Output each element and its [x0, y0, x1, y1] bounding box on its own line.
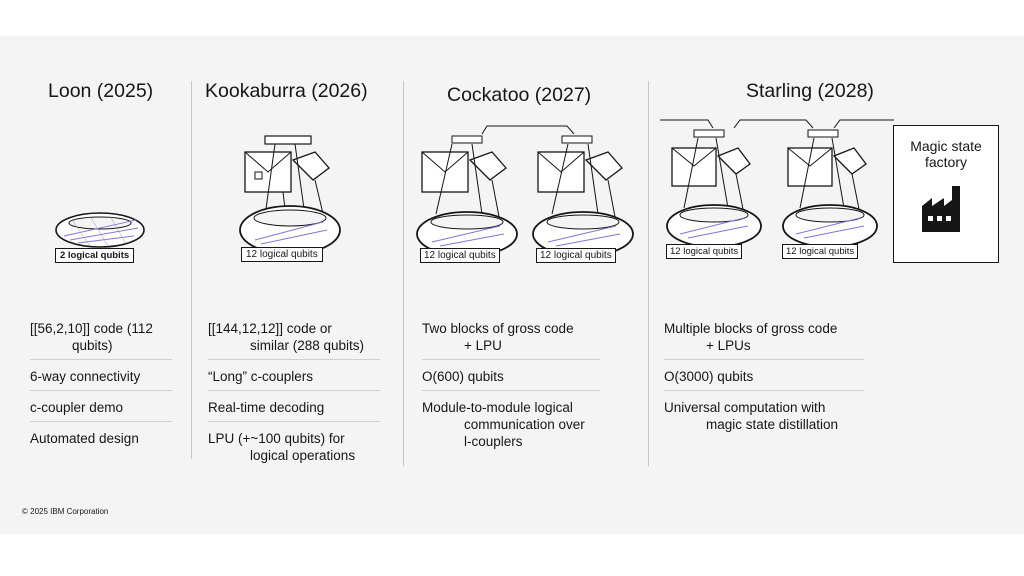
- starling-items: Multiple blocks of gross code+ LPUs O(30…: [664, 318, 864, 444]
- starling-qubit-label-left: 12 logical qubits: [666, 244, 743, 259]
- list-item: “Long” c-couplers: [208, 366, 380, 391]
- module-right: [782, 137, 878, 248]
- list-item: Two blocks of gross code+ LPU: [422, 318, 600, 360]
- loon-qubit-label: 2 logical qubits: [55, 248, 135, 263]
- factory-icon: [922, 186, 960, 232]
- kookaburra-module-illustration: [239, 135, 341, 255]
- list-item: O(3000) qubits: [664, 366, 864, 391]
- magic-state-factory-box: Magic state factory: [893, 125, 999, 263]
- cockatoo-modules-illustration: [416, 125, 634, 257]
- loon-torus-illustration: [55, 212, 145, 248]
- module-right: [532, 143, 634, 257]
- loon-title: Loon (2025): [48, 80, 154, 102]
- module-left: [666, 137, 762, 248]
- cockatoo-qubit-label-right: 12 logical qubits: [536, 248, 616, 263]
- divider: [191, 81, 192, 459]
- divider: [648, 81, 649, 466]
- module-left: [416, 143, 518, 257]
- list-item: Automated design: [30, 431, 139, 446]
- list-item: O(600) qubits: [422, 366, 600, 391]
- cockatoo-title: Cockatoo (2027): [447, 84, 592, 106]
- kookaburra-qubit-label: 12 logical qubits: [241, 247, 323, 262]
- roadmap-slide: Loon (2025) 2 logical qubits [[56,2,10]]…: [0, 36, 1024, 534]
- cockatoo-items: Two blocks of gross code+ LPU O(600) qub…: [422, 318, 600, 461]
- magic-state-factory-label: Magic state factory: [910, 138, 982, 170]
- divider: [403, 81, 404, 466]
- list-item: Multiple blocks of gross code+ LPUs: [664, 318, 864, 360]
- list-item: 6-way connectivity: [30, 366, 172, 391]
- starling-modules-illustration: [660, 119, 894, 248]
- starling-qubit-label-right: 12 logical qubits: [782, 244, 859, 259]
- kookaburra-title: Kookaburra (2026): [205, 80, 368, 102]
- starling-title: Starling (2028): [746, 80, 874, 102]
- cockatoo-qubit-label-left: 12 logical qubits: [420, 248, 500, 263]
- list-item: Real-time decoding: [208, 397, 380, 422]
- list-item: c-coupler demo: [30, 397, 172, 422]
- copyright-footer: © 2025 IBM Corporation: [22, 507, 109, 516]
